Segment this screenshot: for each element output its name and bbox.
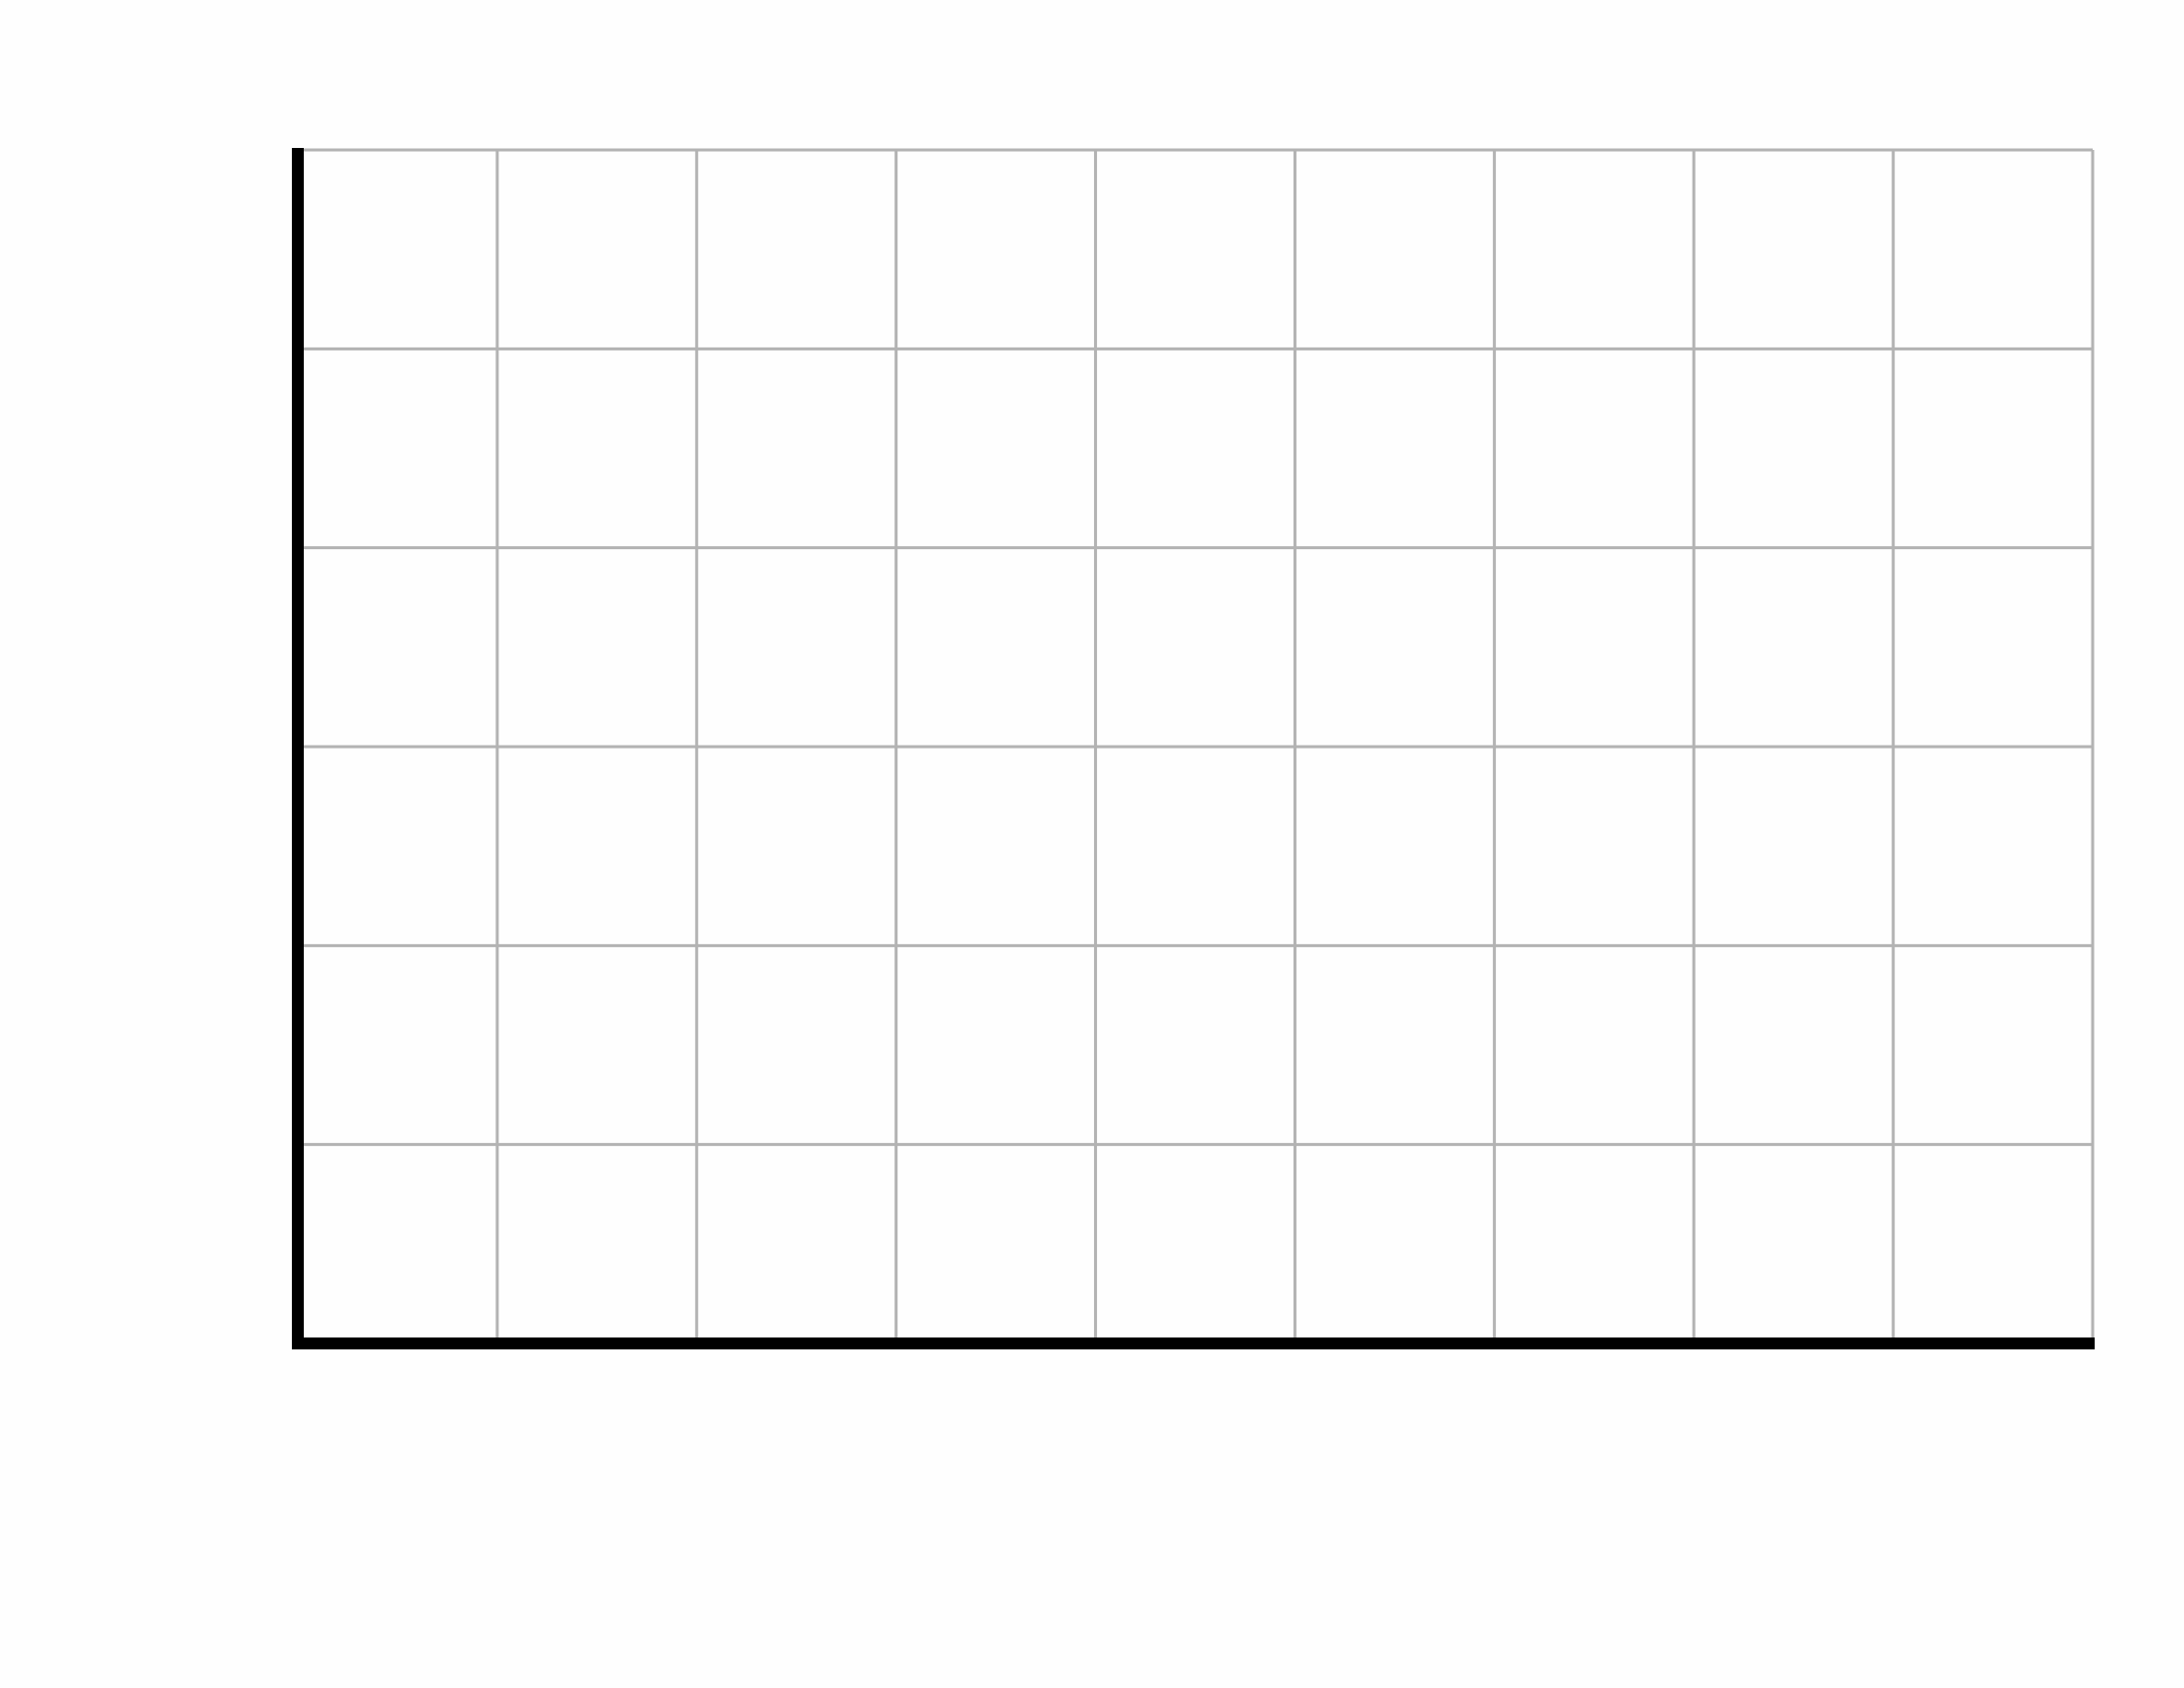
axes	[292, 148, 2095, 1349]
grid	[298, 148, 2095, 1343]
